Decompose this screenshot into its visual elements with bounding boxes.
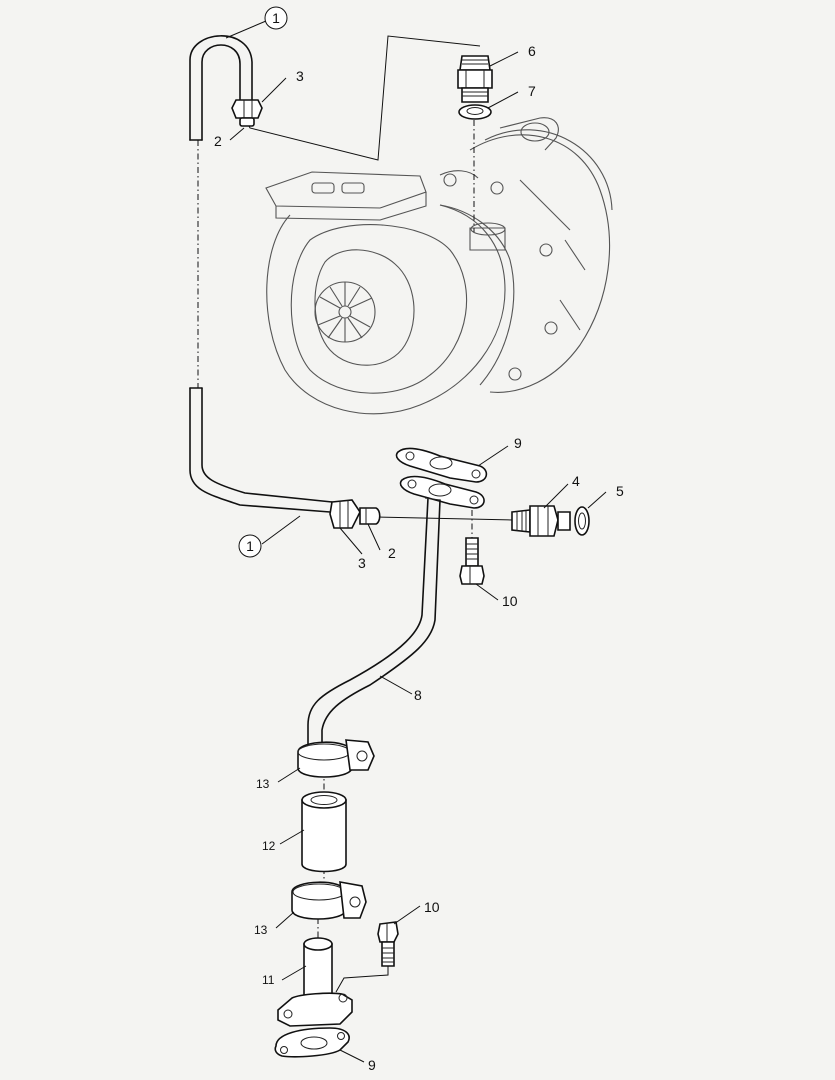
callout-13-bottom: 13 [254, 923, 268, 937]
compression-sleeve-bottom [359, 507, 381, 525]
union-nut-top [231, 99, 263, 119]
callout-3-bottom: 3 [358, 555, 366, 571]
gasket-bottom [274, 1027, 350, 1058]
callout-8: 8 [414, 687, 422, 703]
adapter-fitting-top [457, 55, 493, 103]
callout-10-top: 10 [502, 593, 518, 609]
compression-sleeve-top [239, 117, 255, 127]
callout-6: 6 [528, 43, 536, 59]
bolt-top [459, 537, 485, 585]
callout-label: 1 [246, 538, 254, 554]
callout-5: 5 [616, 483, 624, 499]
callout-7: 7 [528, 83, 536, 99]
hose-clamp-top [297, 739, 375, 778]
oil-feed-line-bottom [189, 387, 333, 513]
sealing-washer-top [458, 104, 492, 120]
oil-feed-line-top [189, 35, 253, 141]
callout-leaders [225, 20, 607, 1063]
callout-4: 4 [572, 473, 580, 489]
callout-9-bottom: 9 [368, 1057, 376, 1073]
callout-9-top: 9 [514, 435, 522, 451]
callout-12: 12 [262, 839, 276, 853]
callout-2-bottom: 2 [388, 545, 396, 561]
callout-11: 11 [262, 973, 275, 987]
gasket-top [395, 447, 488, 483]
callout-2-top: 2 [214, 133, 222, 149]
callout-1-bottom: 1 [238, 534, 262, 558]
adapter-fitting-right [511, 505, 571, 537]
drain-stub-pipe [277, 937, 353, 1027]
sealing-washer-right [574, 506, 590, 536]
hose-clamp-bottom [291, 881, 367, 920]
callout-label: 1 [272, 10, 280, 26]
turbocharger-housing [265, 117, 613, 415]
callout-13-top: 13 [256, 777, 270, 791]
connection-lines [197, 35, 513, 993]
bolt-bottom [377, 921, 399, 967]
callout-3-top: 3 [296, 68, 304, 84]
oil-drain-pipe [307, 475, 485, 761]
rubber-hose [301, 791, 347, 873]
union-nut-bottom [329, 499, 361, 529]
callout-1-top: 1 [264, 6, 288, 30]
callout-10-bottom: 10 [424, 899, 440, 915]
